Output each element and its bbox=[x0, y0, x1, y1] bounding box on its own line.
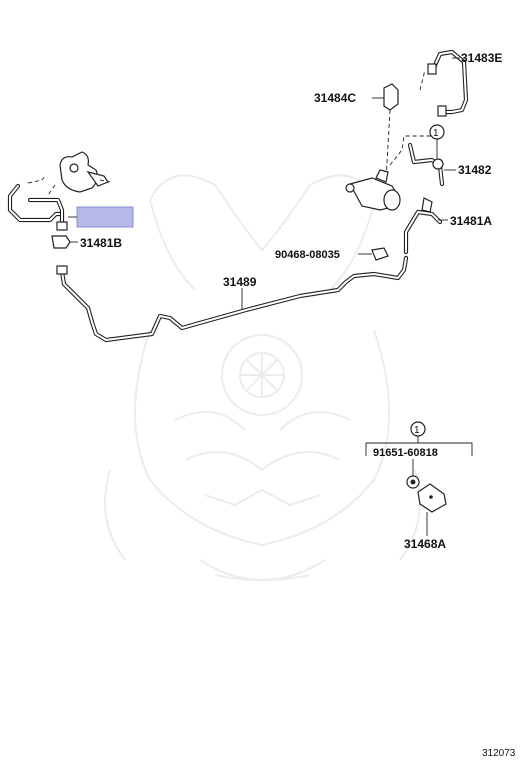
part-31468a[interactable]: 31468A bbox=[404, 483, 447, 551]
part-31481a-label: 31481A bbox=[450, 214, 492, 228]
bolt-group: 1 bbox=[365, 421, 473, 456]
part-31481a[interactable]: 31481A bbox=[403, 197, 492, 255]
part-91651-60818[interactable]: 91651-60818 bbox=[373, 447, 438, 489]
left-hose-assembly bbox=[7, 183, 68, 231]
part-31489[interactable]: 31489 bbox=[56, 255, 409, 343]
part-90468-08035-label: 90468-08035 bbox=[275, 249, 340, 261]
part-31483e[interactable]: 31483E bbox=[427, 49, 502, 117]
part-31481b[interactable]: 31481B bbox=[51, 235, 122, 250]
part-31482[interactable]: 1 31482 bbox=[389, 124, 492, 187]
part-31468a-label: 31468A bbox=[404, 537, 446, 551]
highlight-marker[interactable] bbox=[76, 206, 134, 228]
watermark-emblem bbox=[104, 174, 421, 581]
part-31483e-label: 31483E bbox=[461, 51, 502, 65]
part-91651-60818-label: 91651-60818 bbox=[373, 447, 438, 459]
part-31489-label: 31489 bbox=[223, 275, 257, 289]
part-90468-08035[interactable]: 90468-08035 bbox=[275, 247, 389, 261]
part-31484c[interactable]: 31484C bbox=[314, 83, 399, 111]
callout-1-top: 1 bbox=[433, 128, 439, 139]
part-31482-label: 31482 bbox=[458, 163, 492, 177]
callout-1-bottom: 1 bbox=[414, 425, 420, 436]
part-31484c-label: 31484C bbox=[314, 91, 356, 105]
diagram-ref-number: 312073 bbox=[482, 748, 516, 759]
release-cylinder-ref bbox=[345, 169, 401, 211]
part-31481b-label: 31481B bbox=[80, 236, 122, 250]
clutch-master-cylinder-ref bbox=[27, 151, 111, 196]
